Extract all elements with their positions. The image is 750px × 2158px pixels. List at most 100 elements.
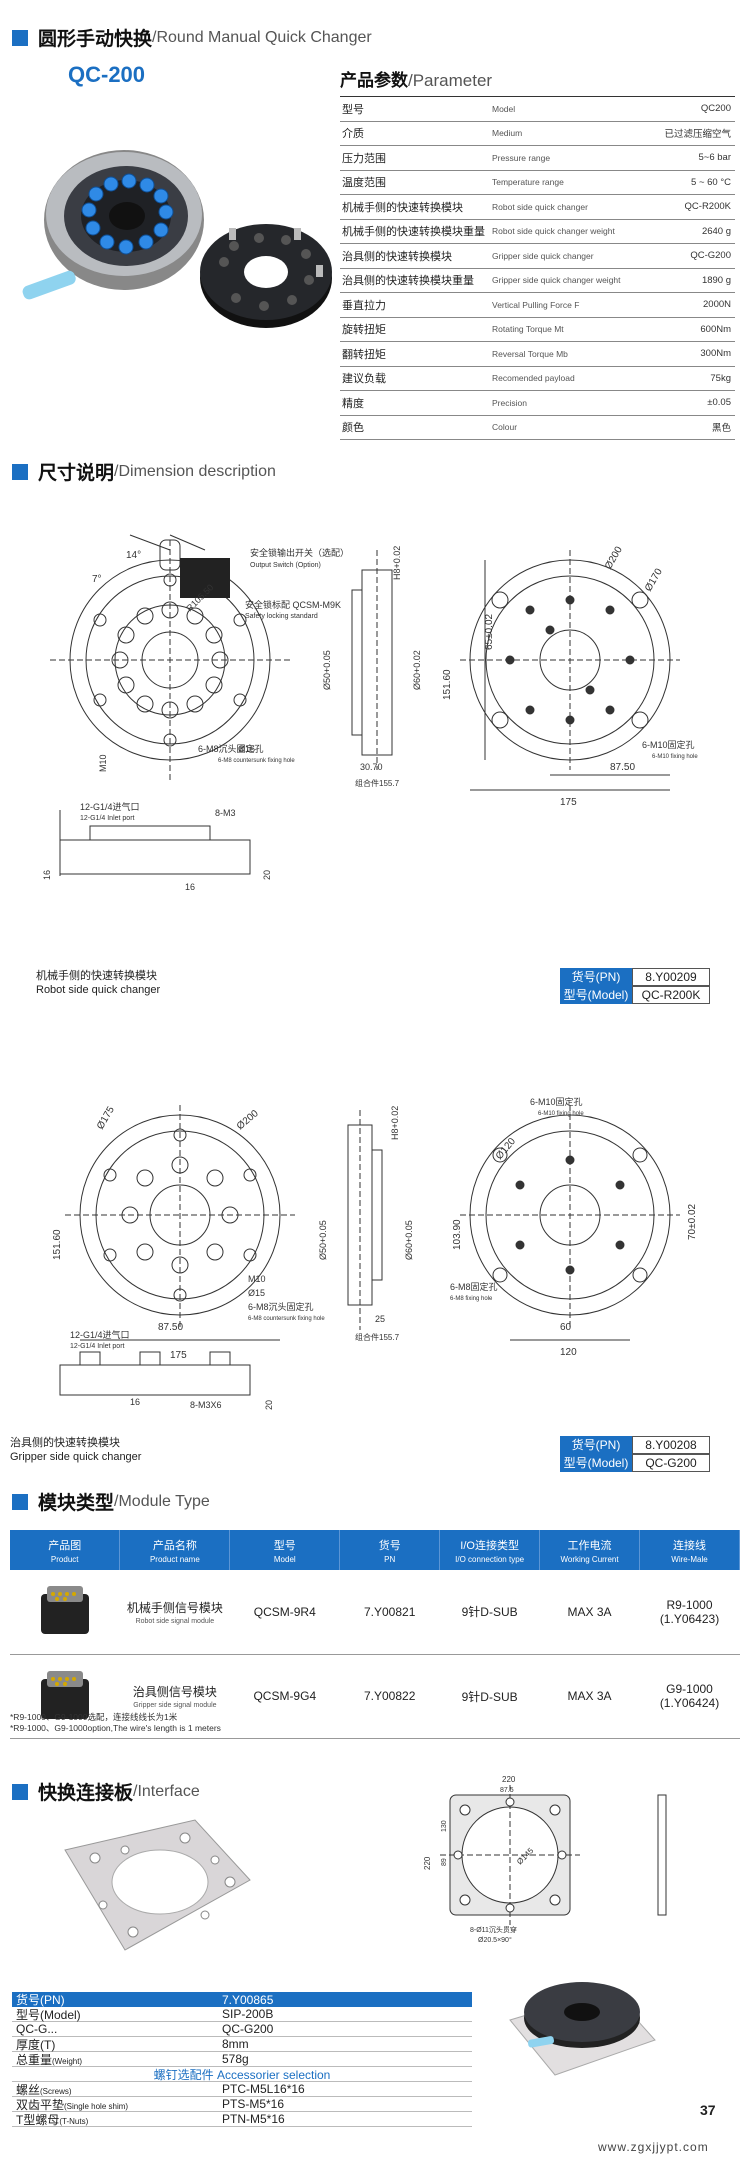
interface-value: PTS-M5*16 <box>222 2097 285 2111</box>
interface-label: T型螺母(T-Nuts) <box>12 2111 222 2128</box>
module-header-en: Model <box>273 1554 296 1564</box>
product-photo <box>22 150 332 328</box>
module-header-en: Product <box>50 1554 79 1564</box>
svg-text:安全锁输出开关（选配）: 安全锁输出开关（选配） <box>250 547 349 558</box>
parameter-value: 2000N <box>703 299 731 311</box>
parameter-name-en: Robot side quick changer <box>492 201 588 212</box>
svg-text:7°: 7° <box>92 574 102 585</box>
svg-text:Ø60+0.05: Ø60+0.05 <box>404 1220 414 1260</box>
interface-value: PTN-M5*16 <box>222 2112 285 2126</box>
website-url: www.zgxjjypt.com <box>598 2140 709 2154</box>
parameter-value: QC-G200 <box>690 250 731 262</box>
parameter-name-en: Pressure range <box>492 152 551 163</box>
module-cell-current: MAX 3A <box>539 1570 640 1655</box>
interface-assembly-image <box>509 1982 656 2076</box>
parameter-name-cn: 精度 <box>342 397 364 410</box>
interface-row: 双齿平垫(Single hole shim)PTS-M5*16 <box>12 2097 472 2112</box>
parameter-value: 600Nm <box>700 323 731 335</box>
gripper-caption: 治具侧的快速转换模块 Gripper side quick changer <box>10 1437 142 1463</box>
svg-text:H8+0.02: H8+0.02 <box>390 1106 400 1140</box>
model-title: QC-200 <box>68 62 146 87</box>
interface-value: 7.Y00865 <box>222 1992 274 2007</box>
module-wire2: (1.Y06423) <box>659 1611 720 1626</box>
module-cell-io: 9针D-SUB <box>439 1654 540 1739</box>
svg-text:175: 175 <box>170 1350 187 1361</box>
module-header-en: Wire-Male <box>671 1554 708 1564</box>
module-header-cn: 货号 <box>378 1539 401 1552</box>
parameter-name-en: Reversal Torque Mb <box>492 348 568 359</box>
svg-text:8-M3X6: 8-M3X6 <box>190 1400 222 1410</box>
module-header-en: I/O connection type <box>455 1554 525 1564</box>
interface-label-text: 总重量 <box>16 2052 53 2067</box>
module-connector-image <box>10 1570 120 1655</box>
module-name_cn: 治具侧信号模块 <box>132 1685 217 1699</box>
gripper-side-unit-image <box>200 224 332 328</box>
interface-row: 型号(Model)SIP-200B <box>12 2007 472 2022</box>
module-wire2: (1.Y06424) <box>659 1696 720 1710</box>
module-pn: 7.Y00821 <box>364 1604 416 1619</box>
section-marker-icon <box>12 29 28 46</box>
svg-text:6-M8 countersunk fixing hole: 6-M8 countersunk fixing hole <box>218 758 295 764</box>
interface-label: 总重量(Weight) <box>12 2051 222 2068</box>
interface-plate-image <box>64 1819 251 1951</box>
interface-row: 螺丝(Screws)PTC-M5L16*16 <box>12 2082 472 2097</box>
svg-text:6-M8 fixing hole: 6-M8 fixing hole <box>450 1296 493 1302</box>
parameter-name-cn: 垂直拉力 <box>342 299 386 312</box>
section-marker-icon <box>12 463 28 480</box>
parameter-value: 300Nm <box>700 348 731 360</box>
dim-angle14: 14° <box>126 550 141 561</box>
svg-text:60: 60 <box>560 1322 572 1333</box>
parameter-name-cn: 颜色 <box>342 422 364 435</box>
robot-caption: 机械手侧的快速转换模块 Robot side quick changer <box>36 970 161 996</box>
interface-value: SIP-200B <box>222 2007 274 2021</box>
svg-text:6-M10 fixing hole: 6-M10 fixing hole <box>652 754 698 760</box>
parameter-value: 75kg <box>710 372 731 384</box>
parameter-name-en: Gripper side quick changer <box>492 250 594 261</box>
page-number: 37 <box>700 2102 716 2118</box>
parameter-name-en: Robot side quick changer weight <box>492 226 615 237</box>
parameter-name-cn: 温度范围 <box>342 177 386 190</box>
svg-text:120: 120 <box>560 1347 577 1358</box>
interface-value: 8mm <box>222 2037 249 2051</box>
svg-text:12-G1/4 Inlet port: 12-G1/4 Inlet port <box>70 1343 125 1350</box>
svg-text:M10: M10 <box>248 1274 266 1284</box>
section-title-dimension: 尺寸说明 /Dimension description <box>12 458 276 485</box>
parameter-name-cn: 压力范围 <box>342 152 386 165</box>
gripper-side-drawing: Ø175 Ø200 151.60 87.50 175 M10 Ø15 6-M8沉… <box>52 1096 698 1410</box>
parameter-name-cn: 旋转扭矩 <box>342 324 386 337</box>
parameter-name-cn: 建议负载 <box>342 373 386 386</box>
module-pn: 7.Y00822 <box>364 1689 416 1703</box>
module-model: QCSM-9R4 <box>253 1604 316 1619</box>
interface-drawing: 220 87.5 220 89 Ø145 130 8-Ø11沉头贯穿 Ø20.5… <box>423 1775 667 1944</box>
parameter-name-en: Gripper side quick changer weight <box>492 275 621 286</box>
svg-text:151.60: 151.60 <box>52 1229 63 1260</box>
svg-text:Safety locking standard: Safety locking standard <box>245 613 318 620</box>
svg-text:Ø15: Ø15 <box>238 744 255 754</box>
interface-label-text: T型螺母 <box>16 2112 60 2127</box>
module-cell-model: QCSM-9R4 <box>229 1570 340 1655</box>
parameter-value: QC-R200K <box>684 201 731 213</box>
module-header-cn: 工作电流 <box>567 1539 612 1552</box>
svg-text:20: 20 <box>262 870 272 880</box>
module-io: 9针D-SUB <box>461 1605 518 1620</box>
title-cn: 圆形手动快换 <box>38 29 153 50</box>
interface-label-small: (Single hole shim) <box>64 2101 129 2111</box>
svg-text:Output Switch (Option): Output Switch (Option) <box>250 562 321 569</box>
svg-text:130: 130 <box>441 1820 448 1832</box>
svg-text:87.5: 87.5 <box>500 1787 514 1794</box>
accessory-heading: 螺钉选配件 Accessorier selection <box>12 2067 472 2082</box>
parameter-value: 已过滤压缩空气 <box>664 129 731 141</box>
parameter-name-en: Model <box>492 103 516 114</box>
svg-text:220: 220 <box>502 1775 516 1784</box>
section-marker-icon <box>12 1493 28 1510</box>
module-current: MAX 3A <box>567 1604 612 1619</box>
